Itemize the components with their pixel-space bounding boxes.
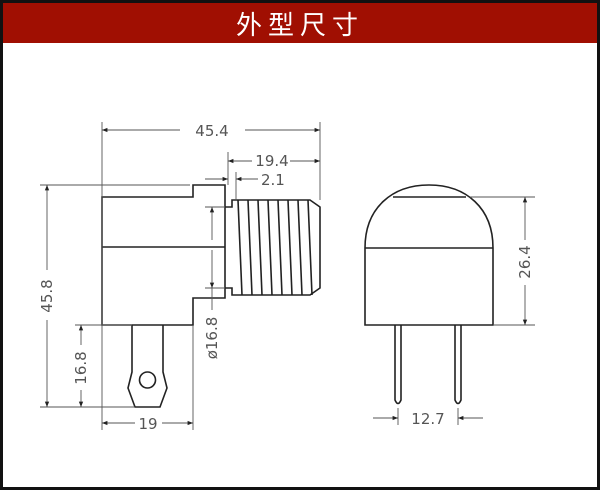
thread-barrel: [225, 199, 321, 296]
thread-lines: [237, 199, 313, 296]
page-title: 外型尺寸: [235, 10, 364, 41]
title-bar: 外型尺寸: [3, 3, 597, 43]
dim-19: 19: [138, 415, 157, 433]
thread-line: [257, 199, 263, 296]
thread-line: [277, 199, 283, 296]
thread-line: [237, 199, 243, 296]
front-body: [364, 248, 494, 326]
dim-12-7: 12.7: [411, 410, 444, 428]
dim-19-4: 19.4: [255, 152, 288, 170]
thread-line: [307, 199, 313, 296]
solder-pin: [127, 325, 168, 408]
thread-line: [247, 199, 253, 296]
front-view: [364, 184, 494, 405]
jack-body: [101, 184, 226, 326]
front-dimensions: 26.4 12.7: [373, 196, 535, 428]
dim-45-8: 45.8: [38, 279, 56, 312]
pin-left: [394, 325, 402, 405]
thread-line: [267, 199, 273, 296]
dim-16-8: 16.8: [72, 351, 90, 384]
dim-26-4: 26.4: [516, 245, 534, 278]
dim-thread-diameter: ø16.8: [203, 317, 221, 360]
thread-line: [287, 199, 293, 296]
pin-hole: [138, 371, 157, 389]
thread-line: [297, 199, 303, 296]
pin-right: [454, 325, 462, 405]
dome-cap: [364, 184, 494, 249]
dim-45-4: 45.4: [195, 122, 228, 140]
side-dimensions: 45.4 19.4 2.1 45.8 16.8 ø16.8 19: [38, 122, 321, 433]
side-view: [101, 184, 321, 408]
dim-2-1: 2.1: [261, 171, 285, 189]
